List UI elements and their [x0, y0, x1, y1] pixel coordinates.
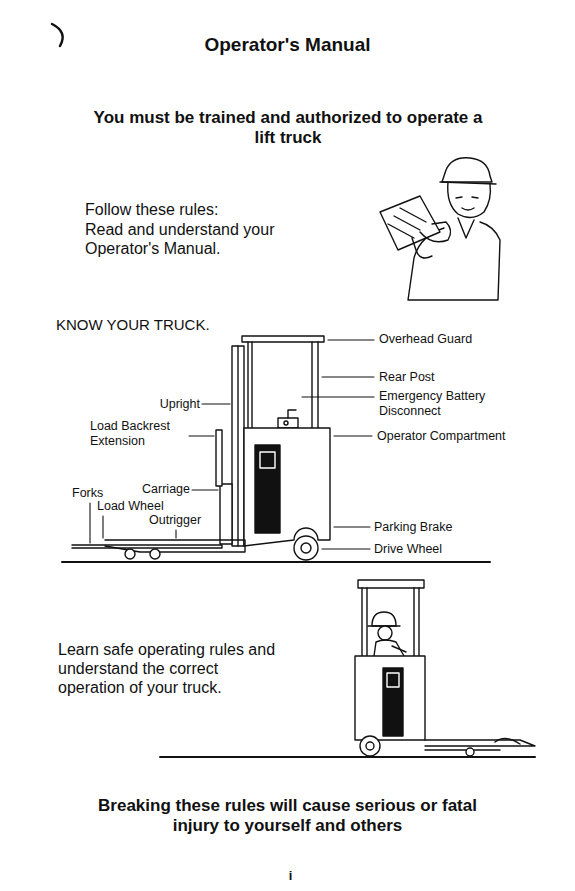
reader-figure: [380, 158, 500, 300]
instruction-text: Learn safe operating rules and understan…: [58, 640, 286, 698]
part-label: Overhead Guard: [379, 332, 529, 347]
part-label: Load Wheel: [97, 499, 187, 514]
corner-mark: [52, 24, 63, 46]
part-label: Parking Brake: [374, 520, 504, 535]
part-label: Emergency Battery Disconnect: [379, 389, 509, 419]
leader-lines: [90, 340, 374, 549]
warning-text: Breaking these rules will cause serious …: [80, 796, 495, 837]
training-notice: You must be trained and authorized to op…: [92, 108, 484, 149]
rules-intro: Follow these rules:: [85, 200, 315, 219]
page-number: i: [3, 868, 575, 884]
page-title: Operator's Manual: [0, 34, 575, 57]
part-label: Outrigger: [149, 513, 239, 528]
part-label: Drive Wheel: [374, 542, 504, 557]
part-label: Upright: [150, 397, 200, 412]
part-label: Rear Post: [379, 370, 529, 385]
section-heading: KNOW YOUR TRUCK.: [56, 316, 256, 334]
part-label: Load Backrest Extension: [90, 419, 190, 449]
part-label: Operator Compartment: [377, 429, 547, 444]
part-label: Carriage: [136, 482, 190, 497]
rule-text: Read and understand your Operator's Manu…: [85, 220, 310, 258]
part-label: Forks: [72, 486, 122, 501]
